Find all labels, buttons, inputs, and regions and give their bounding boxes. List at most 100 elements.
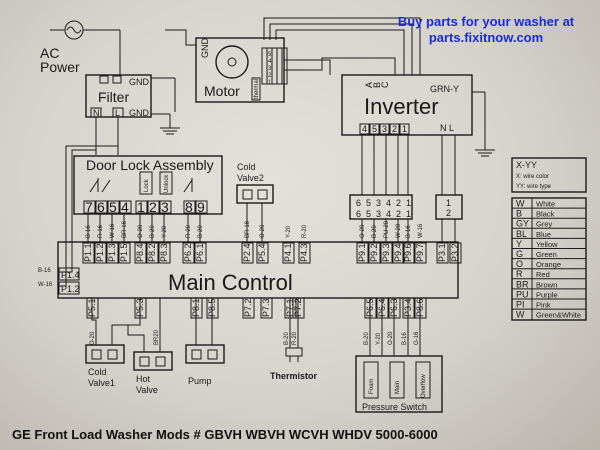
top-connector-label: P4.1 [283, 243, 293, 262]
top-wire-code: O-20 [260, 224, 266, 238]
legend-yy-desc: YY: wire type [516, 184, 552, 190]
top-wire-code: W-16 [110, 223, 116, 238]
motor-inverter-wires [165, 17, 421, 75]
bottom-connector-cell [260, 297, 273, 319]
motor-pin-cell [276, 47, 283, 85]
thermistor: Thermistor [270, 298, 318, 381]
top-connector-label: P1.5 [119, 243, 129, 262]
left-connector-cell [58, 281, 80, 295]
top-connector-cell [106, 242, 119, 264]
top-connector-cell [134, 242, 147, 264]
ac-label-2: Power [40, 59, 80, 75]
legend-color-name: Orange [536, 260, 561, 269]
motor-pin-label: 4 [268, 59, 272, 65]
conn-left-bottom-label: 6 [356, 209, 361, 219]
left-wire-code: B-16 [38, 268, 51, 274]
conn-right-label: 2 [446, 208, 451, 218]
door-pin-label: 7 [85, 199, 93, 215]
motor-pin-cell [281, 47, 288, 85]
filter-n: N [93, 108, 100, 118]
left-connector-label: P1.4 [61, 270, 80, 280]
top-connector-cell [414, 242, 427, 264]
top-connector-cell [368, 242, 381, 264]
top-wire-code: B-16 [86, 225, 92, 238]
top-wire-code: O-20 [360, 224, 366, 238]
legend-color-name: Red [536, 270, 550, 279]
legend-color-name: Brown [536, 280, 557, 289]
inverter-phase-label: A [364, 82, 374, 88]
top-connector-cell [146, 242, 159, 264]
legend-color-name: Green [536, 250, 557, 259]
pump: Pump [185, 298, 225, 386]
legend-x-desc: X: wire color [516, 174, 549, 180]
conn-left-bottom-label: 1 [406, 209, 411, 219]
top-connector-label: P6.2 [183, 243, 193, 262]
top-connector-cell [449, 242, 462, 264]
hot-valve-label-2: Valve [136, 385, 158, 395]
top-wire-code: PU-20 [384, 220, 390, 238]
top-connector-label: P4.3 [299, 243, 309, 262]
thermistor-label: Thermistor [270, 371, 318, 381]
legend-color-name: Pink [536, 301, 551, 310]
filter-gnd-bottom: GND [129, 108, 150, 118]
legend-code: G [516, 249, 523, 259]
door-pin-label: 2 [149, 199, 157, 215]
header-link[interactable]: Buy parts for your washer at parts.fixit… [386, 14, 586, 46]
legend-code: B [516, 209, 522, 219]
legend-color-name: Blue [536, 230, 551, 239]
lock-label: Lock [144, 178, 150, 192]
motor-label: Motor [204, 83, 240, 99]
door-to-main-wires [58, 145, 456, 287]
door-pin-cell [83, 200, 96, 214]
top-connector-label: P9.3 [381, 243, 391, 262]
legend-code: PI [516, 300, 525, 310]
inverter-pin-cell [379, 123, 390, 135]
door-pin-cell [183, 200, 196, 214]
bottom-wire-code: B-16 [402, 332, 408, 345]
bottom-connector-cell [242, 297, 255, 319]
ac-label-1: AC [40, 45, 59, 61]
top-connector-cell [380, 242, 393, 264]
bottom-wire-code: O-20 [388, 331, 394, 345]
conn-left-bottom-label: 4 [386, 209, 391, 219]
bottom-connector-label: P7.2 [243, 298, 253, 317]
top-connector-label: P9.1 [357, 243, 367, 262]
inverter-pin-label: 3 [382, 124, 387, 134]
motor-pin-label: 5 [268, 52, 272, 58]
pressure-switch: Pressure Switch Foam Main Overflow [355, 298, 443, 413]
top-connector-label: P6.1 [195, 243, 205, 262]
legend-code: Y [516, 239, 522, 249]
door-pin-cell [107, 200, 120, 214]
legend-format: X-YY [516, 160, 537, 170]
top-wire-code: BR-16 [122, 220, 128, 238]
cold-valve1-label-2: Valve1 [88, 378, 115, 388]
conn-left-bottom-label: 2 [396, 209, 401, 219]
top-connector-label: P8.2 [147, 243, 157, 262]
top-wire-code: W-16 [418, 223, 424, 238]
ps-overflow: Overflow [421, 374, 427, 398]
top-connector-cell [256, 242, 269, 264]
legend-color-name: Yellow [536, 240, 558, 249]
main-control-label: Main Control [168, 270, 293, 295]
left-connector-label: P1.2 [61, 284, 80, 294]
top-connector-cell [436, 242, 449, 264]
top-connector-label: P9.2 [369, 243, 379, 262]
conn-left-top-label: 6 [356, 198, 361, 208]
top-wire-code: Y-20 [162, 225, 168, 238]
top-wire-code: R-20 [186, 224, 192, 238]
top-connector-label: P3.1 [437, 243, 447, 262]
unlock-label: Unlock [164, 174, 170, 193]
top-connector-cell [94, 242, 107, 264]
top-connector-label: P8.3 [159, 243, 169, 262]
door-pin-label: 6 [97, 199, 105, 215]
left-wire-code: W-16 [38, 282, 53, 288]
top-wire-code: B-20 [150, 225, 156, 238]
top-wire-code: B-16 [406, 225, 412, 238]
inverter-phase-label: C [380, 81, 390, 88]
header-line-2: parts.fixitnow.com [428, 30, 544, 45]
top-connector-cell [298, 242, 311, 264]
